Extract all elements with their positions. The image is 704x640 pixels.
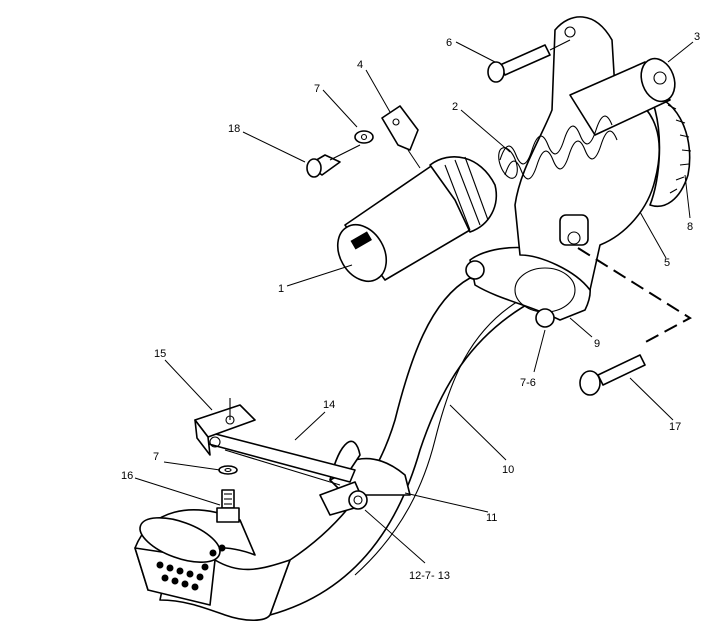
callout-14: 14 (323, 399, 335, 411)
bolt-right (579, 354, 646, 396)
small-bracket (381, 105, 419, 151)
callout-8: 8 (687, 221, 693, 233)
callout-6: 6 (446, 37, 452, 49)
bolt-top (487, 39, 571, 83)
callout-10: 10 (502, 464, 514, 476)
bolt-upper-left (306, 144, 361, 178)
callout-5: 5 (664, 257, 670, 269)
callout-16: 16 (121, 470, 133, 482)
callout-15: 15 (154, 348, 166, 360)
callout-12-7-13: 12-7- 13 (409, 570, 450, 582)
perforation-holes (156, 544, 226, 591)
callout-3: 3 (694, 31, 700, 43)
assembly-dashed-line (577, 247, 692, 346)
callout-labels: 1 2 3 4 5 6 7 7 7-6 8 9 10 11 12-7- 13 1… (121, 31, 700, 582)
washer-upper (354, 130, 374, 144)
callout-9: 9 (594, 338, 600, 350)
leader-lines (134, 41, 694, 564)
support-bar (199, 429, 356, 486)
callout-18: 18 (228, 123, 240, 135)
coil-spring (498, 115, 618, 180)
callout-17: 17 (669, 421, 681, 433)
bracket (194, 398, 256, 456)
callout-7-6: 7-6 (520, 377, 536, 389)
callout-7-lower: 7 (153, 451, 159, 463)
callout-11: 11 (486, 512, 497, 524)
callout-2: 2 (452, 101, 458, 113)
assembly-line-bracket (407, 149, 421, 169)
washer-lower (218, 465, 238, 475)
end-cylinder (569, 57, 676, 136)
bolt-lower (216, 489, 240, 523)
callout-7-upper: 7 (314, 83, 320, 95)
callout-4: 4 (357, 59, 363, 71)
tail-pipe (134, 509, 256, 606)
callout-1: 1 (278, 283, 284, 295)
piston-cylinder (336, 156, 497, 283)
gear-ring (649, 94, 692, 207)
